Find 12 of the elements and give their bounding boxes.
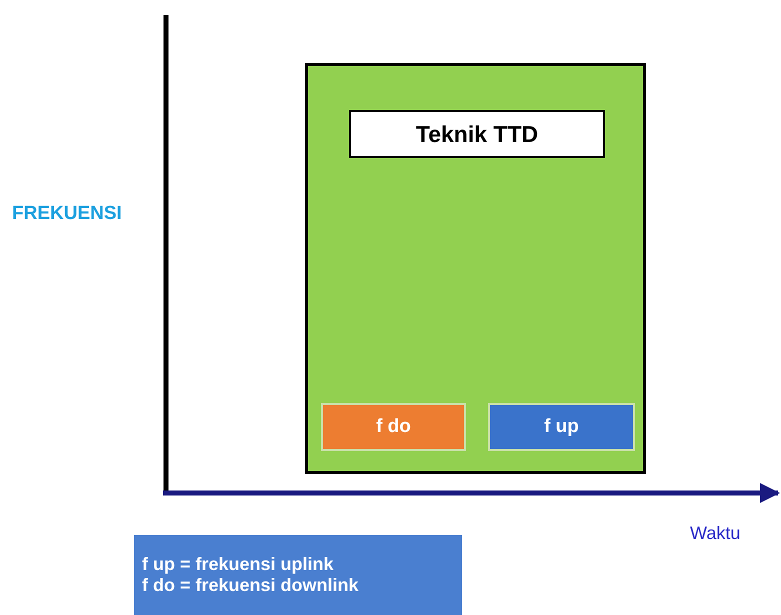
node-label: f do [375,416,412,438]
node-label: Teknik TTD [414,120,540,148]
axis-label: Waktu [690,523,740,544]
time-slot-box [305,63,646,474]
axis-label: FREKUENSI [12,203,122,225]
legend-text: f up = frekuensi uplink [142,554,335,575]
uplink-box [488,403,635,451]
legend-text: f do = frekuensi downlink [142,575,360,596]
title-box [349,110,605,158]
downlink-box [321,403,466,451]
legend-box [134,535,462,615]
node-label: f up [543,416,580,438]
